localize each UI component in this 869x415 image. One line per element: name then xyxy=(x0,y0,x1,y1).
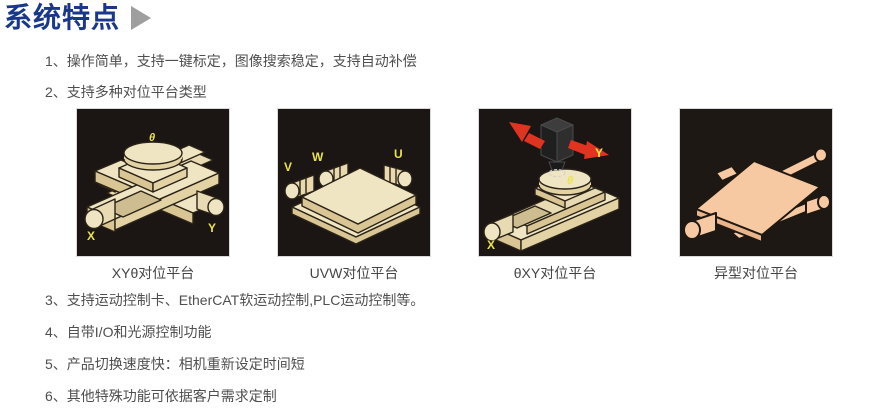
platform-gallery: θ X Y XYθ对位平台 xyxy=(76,108,833,281)
platform-card-special: 异型对位平台 xyxy=(679,108,833,281)
platform-card-xytheta: θ X Y XYθ对位平台 xyxy=(76,108,230,281)
axis-label-theta: θ xyxy=(567,175,573,187)
axis-label-y: Y xyxy=(595,146,603,160)
platform-image-special xyxy=(679,108,833,257)
axis-label-y: Y xyxy=(208,221,216,235)
feature-item-4: 4、自带I/O和光源控制功能 xyxy=(45,324,212,340)
title-arrow-icon xyxy=(131,6,152,30)
platform-card-uvw: V W U UVW对位平台 xyxy=(277,108,431,281)
platform-image-xytheta: θ X Y xyxy=(76,108,230,257)
camera-icon xyxy=(540,117,574,177)
motion-arrows-icon xyxy=(509,122,609,159)
platform-card-thetaxy: θ Y X θXY对位平台 xyxy=(478,108,632,281)
feature-item-3: 3、支持运动控制卡、EtherCAT软运动控制,PLC运动控制等。 xyxy=(45,292,425,308)
feature-list-top: 1、操作简单，支持一键标定，图像搜索稳定，支持自动补偿 2、支持多种对位平台类型 xyxy=(45,54,417,116)
platform-caption: XYθ对位平台 xyxy=(111,265,195,281)
feature-item-1: 1、操作简单，支持一键标定，图像搜索稳定，支持自动补偿 xyxy=(45,53,417,69)
axis-label-x: X xyxy=(87,229,95,243)
section-header: 系统特点 xyxy=(4,2,152,34)
feature-list-bottom: 3、支持运动控制卡、EtherCAT软运动控制,PLC运动控制等。 4、自带I/… xyxy=(45,293,424,415)
platform-image-thetaxy: θ Y X xyxy=(478,108,632,257)
platform-caption: UVW对位平台 xyxy=(309,265,399,281)
axis-label-u: U xyxy=(394,147,403,161)
platform-image-uvw: V W U xyxy=(277,108,431,257)
axis-label-w: W xyxy=(312,150,324,164)
axis-label-x: X xyxy=(487,238,495,252)
special-platform-drawing xyxy=(680,109,832,256)
axis-label-v: V xyxy=(284,160,292,174)
axis-label-theta: θ xyxy=(149,132,155,144)
platform-caption: θXY对位平台 xyxy=(513,265,597,281)
page-title: 系统特点 xyxy=(4,2,121,33)
feature-item-6: 6、其他特殊功能可依据客户需求定制 xyxy=(45,388,277,404)
feature-item-5: 5、产品切换速度快：相机重新设定时间短 xyxy=(45,356,305,372)
feature-item-2: 2、支持多种对位平台类型 xyxy=(45,84,207,100)
thetaxy-platform-drawing: θ Y X xyxy=(479,109,631,256)
xytheta-platform-drawing: θ X Y xyxy=(77,109,229,256)
platform-caption: 异型对位平台 xyxy=(714,265,798,281)
uvw-platform-drawing: V W U xyxy=(278,109,430,256)
